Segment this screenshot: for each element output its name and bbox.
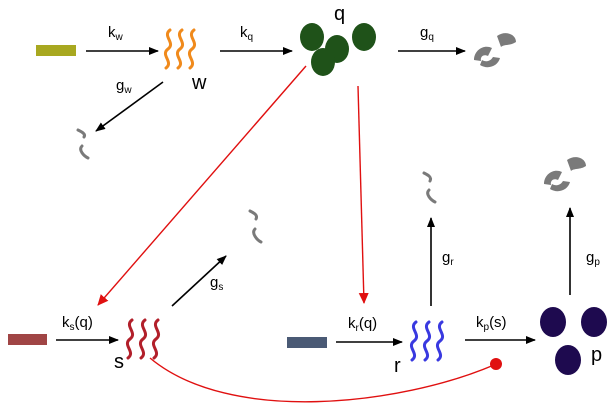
- regulation-dot-kp: [490, 358, 502, 370]
- rate-label-gr: gr: [442, 249, 454, 268]
- rate-label-kr: kr(q): [348, 315, 377, 334]
- rate-label-kq: kq: [240, 24, 253, 43]
- regulation-arrow-q-to-r: [357, 85, 369, 304]
- mrna-w-icon: [163, 28, 197, 70]
- arrow-gs: [171, 255, 227, 307]
- mrna-w-label: w: [191, 72, 207, 94]
- degraded-protein-p-icon: [544, 157, 586, 192]
- rate-label-ks: ks(q): [62, 314, 93, 333]
- arrow-gw: [95, 81, 164, 132]
- degraded-mrna-w-icon: [76, 128, 90, 160]
- protein-q-icon: [300, 23, 376, 76]
- mrna-r-label: r: [394, 355, 401, 377]
- degraded-mrna-s-icon: [248, 209, 263, 244]
- regulation-curve-s-to-kp: [149, 357, 495, 403]
- gene-w-bar: [36, 45, 76, 56]
- mrna-s-icon: [125, 318, 161, 360]
- rate-label-kp: kp(s): [476, 314, 507, 333]
- rate-label-gs: gs: [210, 274, 223, 293]
- protein-q-label: q: [334, 3, 345, 25]
- rate-label-gw: gw: [116, 77, 132, 96]
- degraded-protein-q-icon: [474, 33, 516, 68]
- rate-label-gq: gq: [420, 24, 434, 43]
- protein-p-icon: [540, 307, 607, 375]
- protein-p-label: p: [591, 344, 602, 366]
- mrna-s-label: s: [114, 351, 124, 373]
- regulation-arrow-q-to-s: [97, 65, 307, 306]
- gene-s-bar: [8, 334, 47, 345]
- gene-r-bar: [287, 337, 327, 348]
- degraded-mrna-r-icon: [422, 171, 437, 204]
- mrna-r-icon: [409, 320, 445, 362]
- rate-label-gp: gp: [586, 249, 600, 268]
- rate-label-kw: kw: [108, 24, 124, 43]
